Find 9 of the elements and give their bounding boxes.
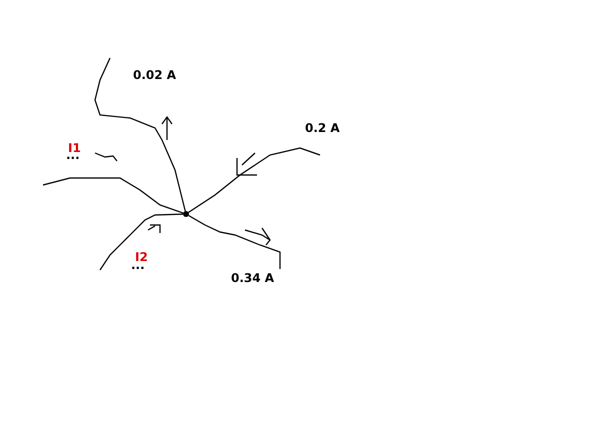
wire	[42, 177, 184, 214]
current-label: 0.02 A	[133, 68, 176, 82]
current-label: 0.34 A	[231, 271, 274, 285]
junction-dot	[183, 211, 189, 217]
wire	[94, 58, 186, 212]
wire	[188, 214, 281, 269]
wire	[100, 214, 184, 270]
current-label: 0.2 A	[305, 121, 340, 135]
wire	[188, 147, 320, 213]
